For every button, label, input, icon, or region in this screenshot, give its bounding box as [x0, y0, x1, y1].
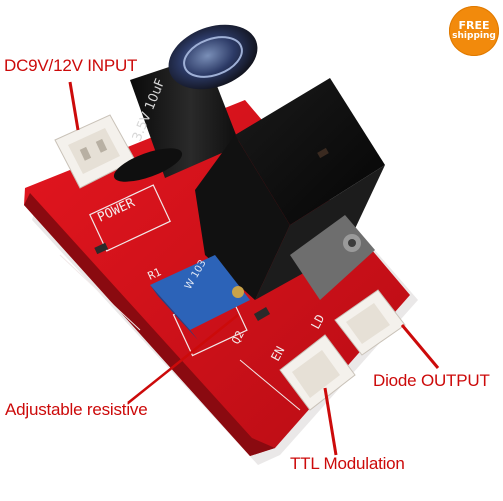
callout-line-input	[68, 81, 80, 131]
callout-line-diode	[400, 324, 440, 369]
laser-module	[195, 78, 385, 300]
capacitor: 3.5V 10uF	[113, 24, 258, 182]
silkscreen-en: EN	[268, 344, 287, 363]
input-connector	[54, 114, 136, 189]
badge-line1: FREE	[458, 19, 490, 32]
silkscreen-line	[239, 359, 301, 411]
callout-diode-label: Diode OUTPUT	[373, 371, 490, 390]
callout-line-adjust	[127, 314, 239, 404]
callout-line-ttl	[323, 387, 338, 456]
free-shipping-badge: FREE shipping	[449, 6, 499, 56]
silkscreen-r1: R1	[146, 265, 164, 282]
badge-line2: shipping	[452, 31, 496, 41]
diode-connector	[334, 289, 406, 356]
callout-ttl-label: TTL Modulation	[290, 454, 405, 473]
smd-component	[253, 307, 271, 321]
ttl-connector	[279, 334, 356, 411]
pcb-edge	[24, 193, 275, 456]
callout-adjustable-label: Adjustable resistive	[5, 400, 148, 419]
silkscreen-q2: Q2	[229, 329, 247, 347]
silkscreen-box	[89, 184, 171, 252]
smd-component	[94, 242, 109, 255]
callout-input-label: DC9V/12V INPUT	[4, 56, 138, 75]
silkscreen-ld: LD	[308, 312, 327, 331]
silkscreen-line	[59, 254, 141, 331]
